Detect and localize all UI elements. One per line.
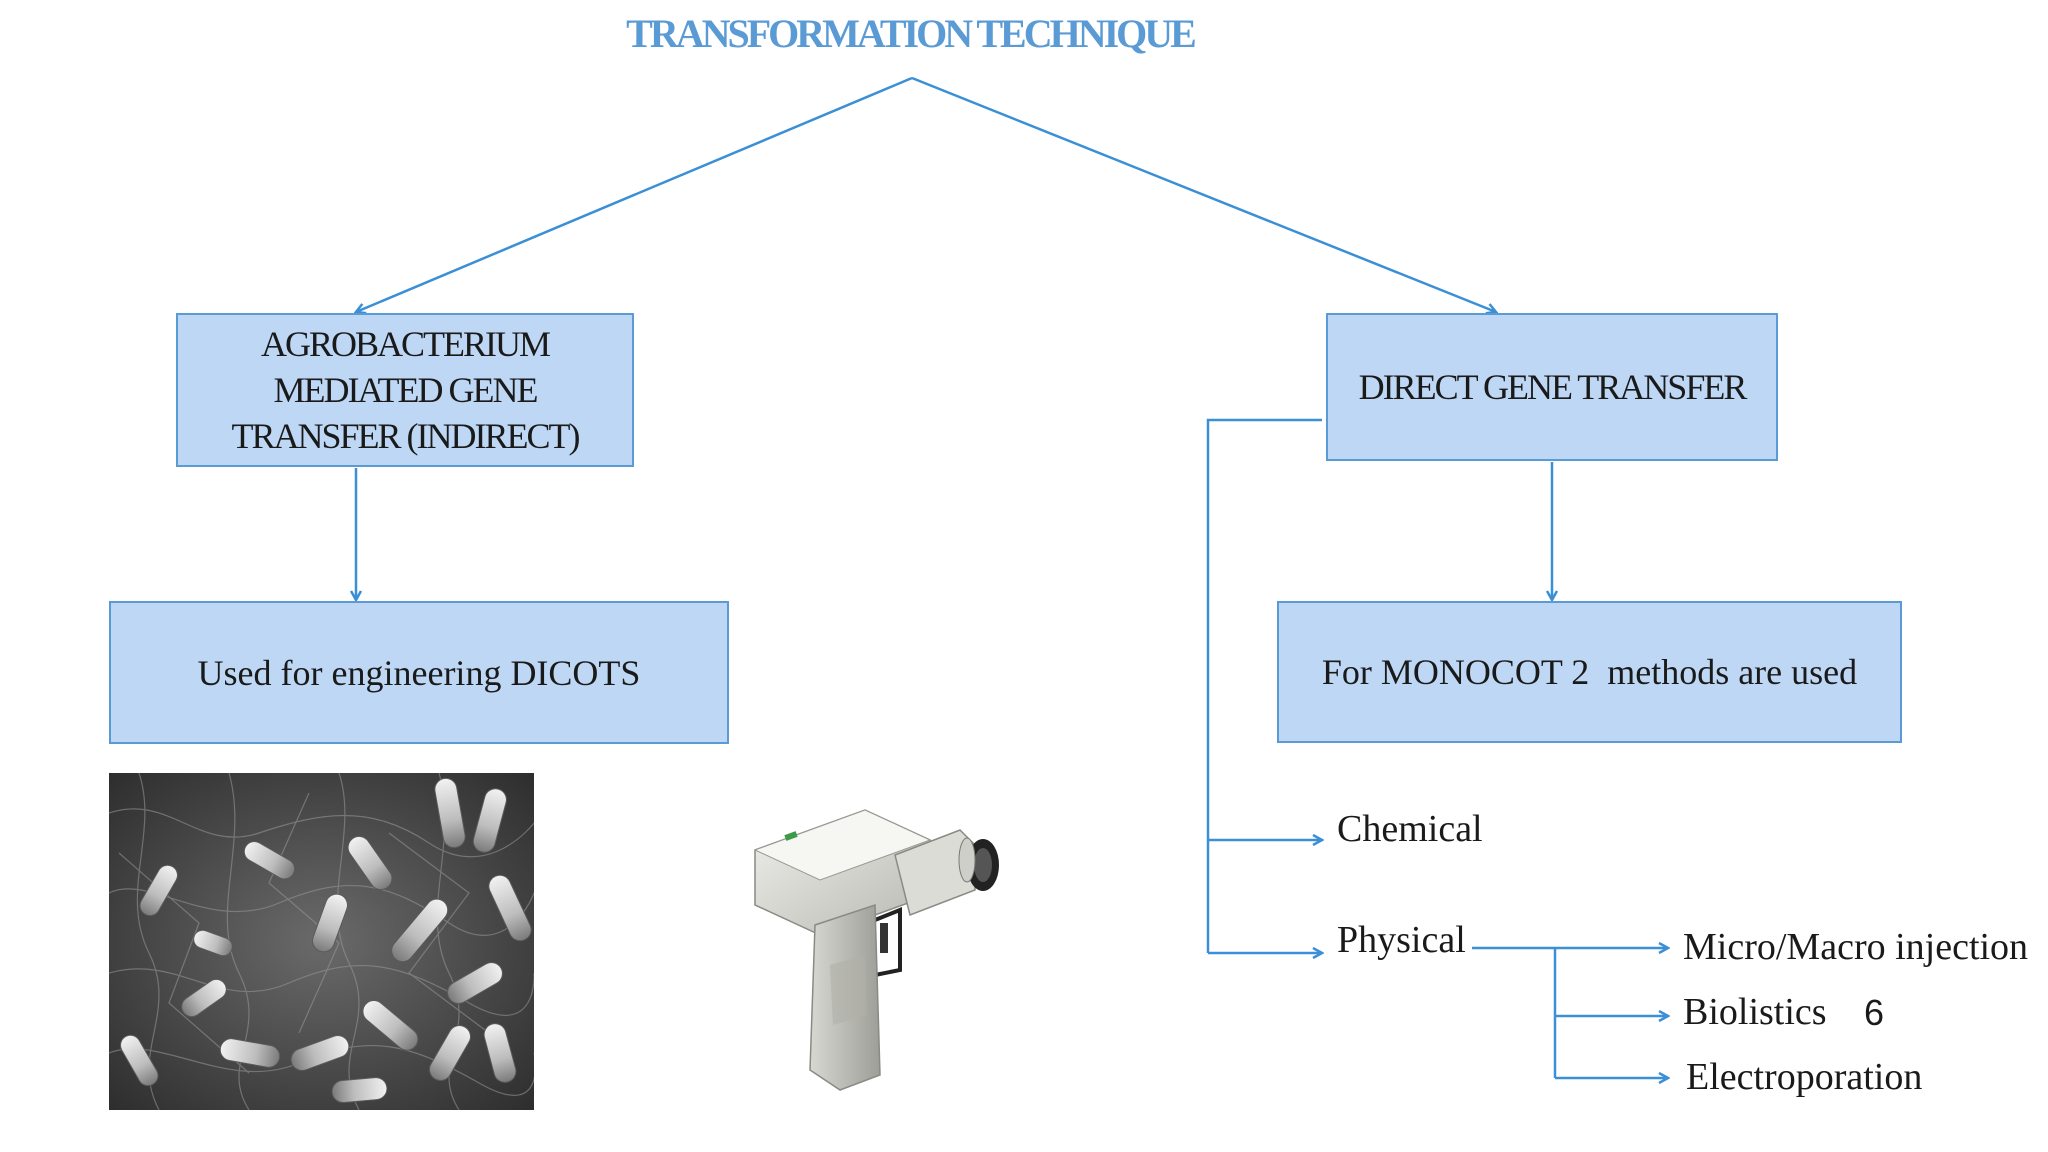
method-physical: Physical (1337, 919, 1466, 961)
agro-line-1: AGROBACTERIUM (260, 324, 551, 364)
agro-line-2: MEDIATED GENE (273, 370, 539, 410)
physical-micro-macro-injection: Micro/Macro injection (1683, 926, 2029, 968)
direct-bracket-line (1206, 418, 1322, 953)
physical-biolistics: Biolistics (1683, 991, 1827, 1033)
agrobacterium-box: AGROBACTERIUM MEDIATED GENE TRANSFER (IN… (176, 313, 634, 467)
physical-electroporation: Electroporation (1686, 1056, 1923, 1098)
title-to-agro-line (356, 76, 913, 312)
bacteria-micrograph-image (109, 773, 534, 1110)
bacteria-micrograph-svg (109, 773, 534, 1110)
page-number: 6 (1864, 992, 1885, 1033)
direct-gene-transfer-box: DIRECT GENE TRANSFER (1326, 313, 1778, 461)
dicots-box: Used for engineering DICOTS (109, 601, 729, 744)
title-to-direct-line (911, 76, 1496, 312)
gene-gun-svg (753, 809, 999, 1091)
gene-gun-image (745, 785, 1045, 1095)
monocot-label: For MONOCOT 2 methods are used (1321, 652, 1858, 692)
method-chemical: Chemical (1337, 808, 1483, 850)
monocot-box: For MONOCOT 2 methods are used (1277, 601, 1902, 743)
dicots-label: Used for engineering DICOTS (197, 652, 641, 693)
direct-label: DIRECT GENE TRANSFER (1358, 367, 1748, 407)
page-title: TRANSFORMATION TECHNIQUE (626, 11, 1197, 56)
agro-line-3: TRANSFER (INDIRECT) (231, 416, 581, 456)
